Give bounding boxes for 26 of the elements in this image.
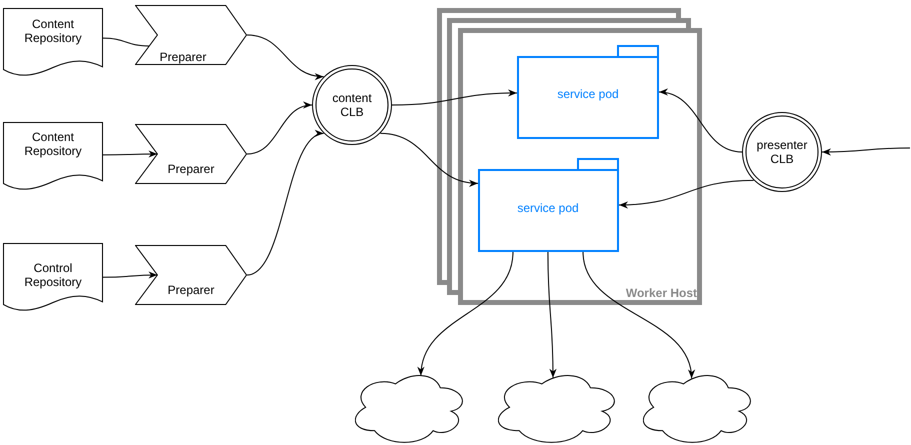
connector-line [102, 38, 150, 46]
step-label: Preparer [160, 50, 206, 64]
arrow [392, 90, 518, 106]
arrow [246, 132, 324, 276]
circle-label: presenter CLB [756, 138, 808, 166]
arrow [822, 148, 910, 156]
step-label: Preparer [168, 162, 214, 176]
arrow [246, 102, 312, 154]
frame-title: Worker Host [626, 286, 697, 300]
arrow [547, 252, 557, 378]
arrow [658, 90, 742, 152]
document-label: Content Repository [23, 17, 83, 45]
document-label: Control Repository [23, 261, 83, 289]
arrow [618, 180, 754, 208]
circle-label: content CLB [331, 91, 373, 119]
arrow [102, 271, 158, 279]
arrow [380, 132, 478, 186]
arrow [582, 252, 694, 379]
folder-label: service pod [517, 201, 579, 215]
step-label: Preparer [168, 283, 214, 297]
folder-label: service pod [557, 87, 619, 101]
arrow [418, 252, 514, 376]
host-frame [458, 28, 702, 305]
document-label: Content Repository [23, 130, 83, 158]
arrow [246, 34, 324, 80]
arrow [102, 150, 158, 158]
